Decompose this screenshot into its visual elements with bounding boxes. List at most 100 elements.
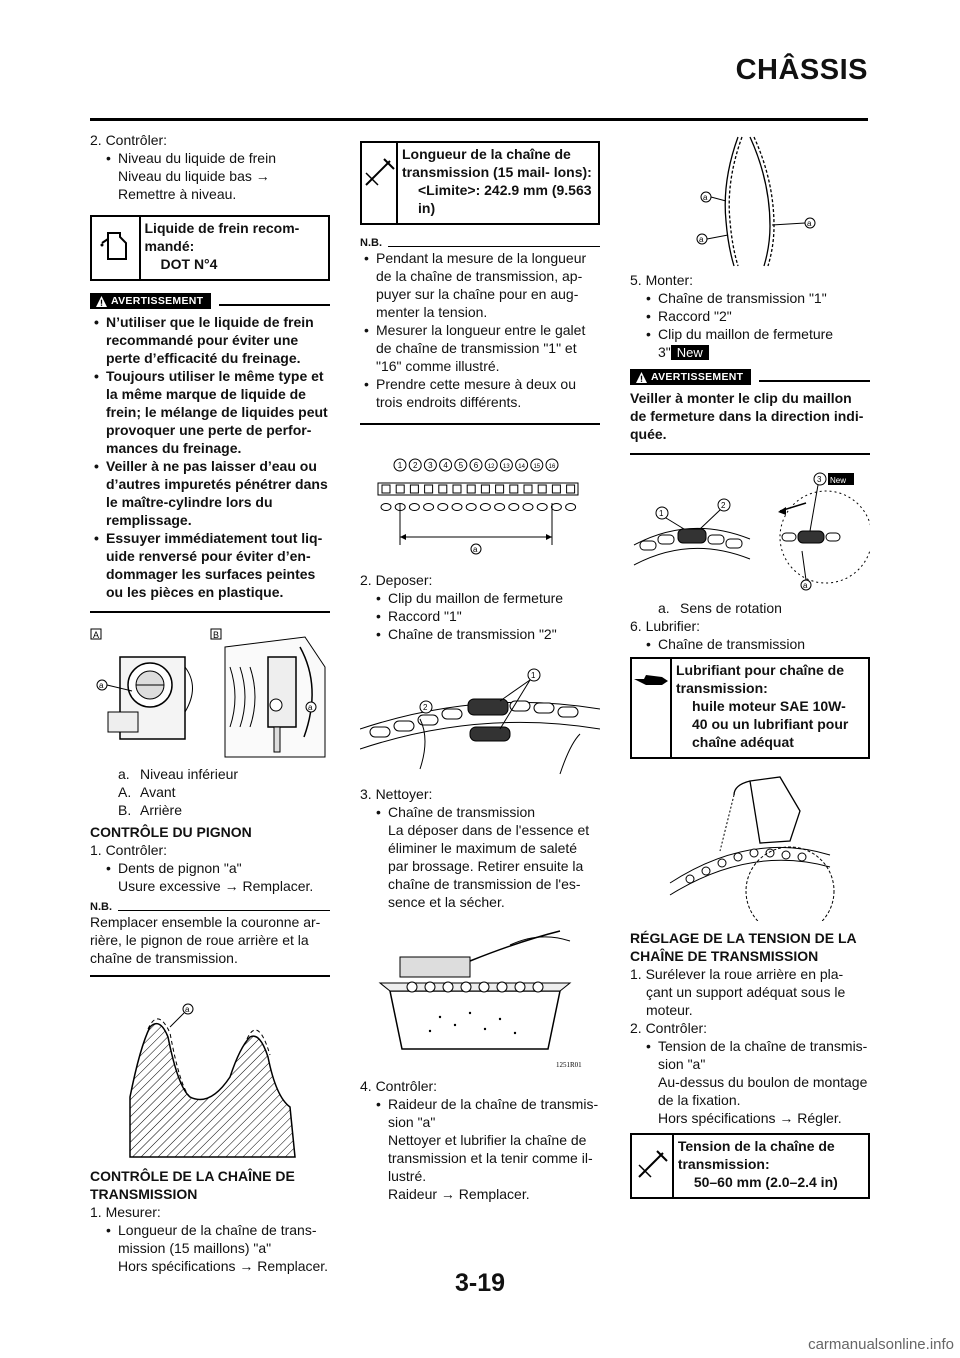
- caption-text: Sens de rotation: [680, 600, 782, 616]
- nb-label: N.B.: [90, 901, 112, 913]
- section-heading: CONTRÔLE DE LA CHAÎNE DE TRANSMISSION: [90, 1168, 295, 1202]
- caliper-icon: [632, 1135, 674, 1197]
- bullet-item: Tension de la chaîne de transmis- sion "…: [630, 1037, 870, 1073]
- chain-number-marker: [408, 458, 422, 472]
- chain-link: [523, 484, 533, 494]
- chain-roller: [565, 503, 577, 511]
- svg-text:2: 2: [423, 703, 428, 712]
- figure-chain-removal: 2 1: [359, 649, 601, 779]
- chain-roller: [522, 503, 534, 511]
- page-title: CHÂSSIS: [735, 54, 868, 86]
- chain-link: [537, 484, 547, 494]
- detail-text: Au-dessus du boulon de montage de la fix…: [658, 1074, 868, 1108]
- bullet-item: Chaîne de transmission "1": [630, 289, 870, 307]
- warning-body: N’utiliser que le liquide de frein recom…: [90, 309, 330, 613]
- chain-link: [424, 484, 434, 494]
- spec-box-lubricant: Lubrifiant pour chaîne de transmission: …: [630, 657, 870, 759]
- spec-box-brake-fluid: Liquide de frein recom- mandé: DOT N°4: [90, 215, 330, 281]
- chain-roller: [408, 503, 420, 511]
- warning-text: Veiller à monter le clip du maillon de f…: [630, 390, 864, 442]
- bullet-item: Dents de pignon "a": [90, 859, 330, 877]
- svg-text:a: a: [99, 681, 104, 690]
- bullet-item: Clip du maillon de fermeture: [360, 589, 600, 607]
- step-text: 2. Contrôler:: [630, 1020, 708, 1036]
- chain-roller: [451, 503, 463, 511]
- spec-value: <Limite>: 242.9 mm (9.563 in): [418, 182, 592, 216]
- footer-watermark[interactable]: carmanualsonline.info: [808, 1336, 954, 1353]
- detail-text: Hors spécifications → Régler.: [658, 1110, 842, 1126]
- chain-number-marker: [545, 458, 559, 472]
- figure-code: 1251R01: [556, 1061, 582, 1069]
- detail-text: Niveau du liquide bas → Remettre à nivea…: [118, 168, 270, 202]
- nb-body: Pendant la mesure de la longueur de la c…: [360, 249, 600, 425]
- chain-link: [438, 484, 448, 494]
- spec-title: Liquide de frein recom- mandé:: [144, 220, 300, 254]
- chain-number-label: 5: [459, 461, 464, 470]
- chain-roller: [494, 503, 506, 511]
- svg-text:a: a: [699, 235, 704, 244]
- nb-body: Remplacer ensemble la couronne ar- rière…: [90, 913, 330, 977]
- bullet-item: Chaîne de transmission: [630, 635, 870, 653]
- caption-text: Arrière: [140, 802, 183, 818]
- step-text: 1. Mesurer:: [90, 1204, 161, 1220]
- section-heading: RÉGLAGE DE LA TENSION DE LA CHAÎNE DE TR…: [630, 930, 857, 964]
- chain-number-label: 14: [518, 464, 525, 470]
- bullet-item: Chaîne de transmission "2": [360, 625, 600, 643]
- chain-link: [480, 484, 490, 494]
- chain-number-marker: [454, 458, 468, 472]
- chain-link: [551, 484, 561, 494]
- bullet-item: Niveau du liquide de frein: [90, 149, 330, 167]
- warning-label: AVERTISSEMENT: [651, 371, 744, 383]
- step-text: 2. Deposer:: [360, 572, 433, 588]
- step-text: 1. Contrôler:: [90, 842, 168, 858]
- bullet-item: Chaîne de transmission: [360, 803, 600, 821]
- nb-item: Pendant la mesure de la longueur de la c…: [360, 249, 600, 321]
- svg-text:a: a: [473, 545, 478, 554]
- spec-value: 50–60 mm (2.0–2.4 in): [693, 1174, 838, 1190]
- chain-number-label: 1: [398, 461, 403, 470]
- svg-text:a: a: [185, 1005, 190, 1014]
- bullet-item: Raccord "1": [360, 607, 600, 625]
- spec-title: Longueur de la chaîne de transmission (1…: [402, 146, 592, 180]
- chain-link: [566, 484, 576, 494]
- chain-roller: [437, 503, 449, 511]
- nb-text: Remplacer ensemble la couronne ar- rière…: [90, 914, 321, 966]
- new-badge-small: New: [830, 476, 846, 485]
- figure-captions: a.Sens de rotation: [658, 600, 782, 616]
- chain-roller: [479, 503, 491, 511]
- chain-number-marker: [439, 458, 453, 472]
- chain-number-label: 15: [533, 464, 540, 470]
- chain-roller: [465, 503, 477, 511]
- bullet-item: Longueur de la chaîne de trans- mission …: [90, 1221, 330, 1257]
- detail-text: La déposer dans de l'essence et éliminer…: [388, 822, 590, 910]
- detail-text: Usure excessive → Remplacer.: [118, 878, 314, 894]
- chain-link: [466, 484, 476, 494]
- spec-value: DOT N°4: [160, 256, 218, 272]
- step-text: 4. Contrôler:: [360, 1078, 438, 1094]
- spec-title: Lubrifiant pour chaîne de transmission:: [676, 662, 845, 696]
- clip-number: 3": [658, 344, 671, 360]
- step-text: 5. Monter:: [630, 272, 694, 288]
- svg-text:3: 3: [817, 475, 822, 484]
- chain-number-label: 12: [488, 464, 495, 470]
- svg-text:1: 1: [659, 509, 664, 518]
- chain-number-marker: [423, 458, 437, 472]
- nb-item: Mesurer la longueur entre le galet de ch…: [360, 321, 600, 375]
- svg-text:a: a: [703, 193, 708, 202]
- chain-number-label: 3: [428, 461, 433, 470]
- chain-roller: [380, 503, 392, 511]
- figure-sprocket-teeth: a: [90, 987, 330, 1159]
- oil-can-icon: [632, 659, 672, 757]
- section-heading: CONTRÔLE DU PIGNON: [90, 824, 252, 840]
- nb-header: N.B.: [90, 901, 330, 913]
- chain-number-label: 16: [549, 464, 556, 470]
- chain-link: [495, 484, 505, 494]
- figure-chain-lubrication: [630, 771, 870, 936]
- header-rule: [90, 118, 868, 121]
- warning-item: N’utiliser que le liquide de frein recom…: [90, 313, 330, 367]
- figure-brake-reservoir: A B a a: [90, 627, 330, 765]
- nb-header: N.B.: [360, 237, 600, 249]
- warning-item: Essuyer immédiatement tout liq- uide ren…: [90, 529, 330, 601]
- bullet-item: Clip du maillon de fermeture: [630, 325, 870, 343]
- detail-text: Nettoyer et lubrifier la chaîne de trans…: [388, 1132, 593, 1184]
